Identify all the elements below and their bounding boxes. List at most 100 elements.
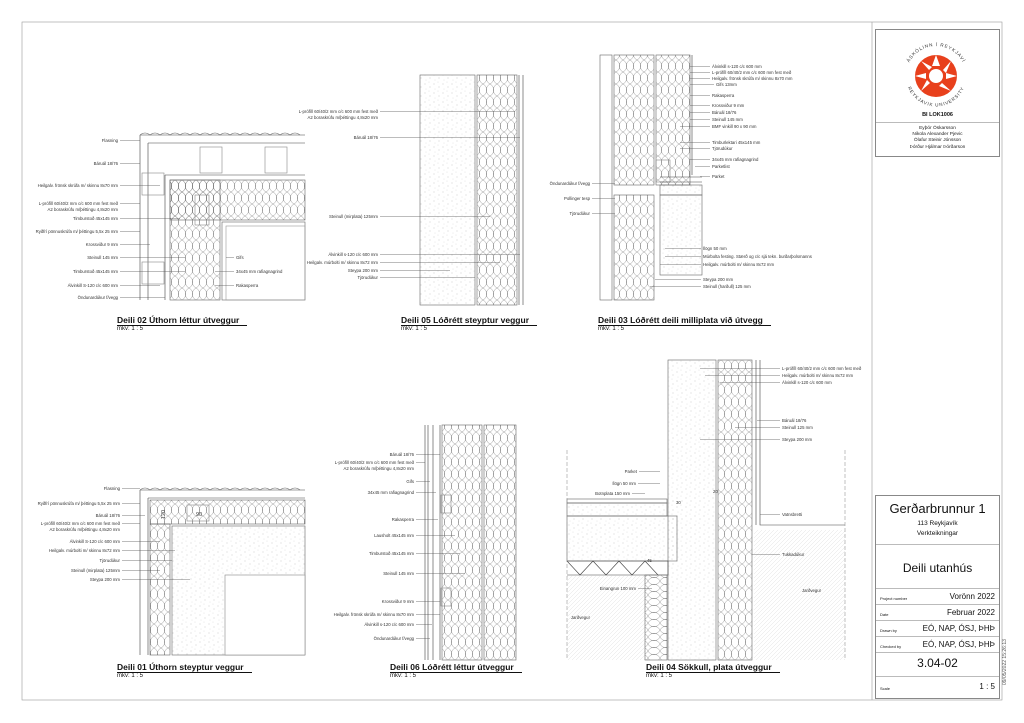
detail-04-annotation: Jarðvegur (570, 615, 590, 620)
detail-03-annotation: Tjörudúkur (712, 146, 733, 151)
detail-03-annotation: Steypa 200 mm (703, 277, 734, 282)
detail-05-annotation: A2 boraskrúfu m/þéttingu 4,8x20 mm (307, 115, 378, 120)
detail-02-annotation: Flasning (101, 138, 118, 143)
detail-03-scale: mkv: 1 : 5 (598, 326, 625, 332)
project-phase: Verkteikningar (916, 530, 959, 537)
detail-01-scale: mkv: 1 : 5 (117, 673, 144, 679)
project-number-label: Project number (880, 596, 908, 601)
detail-01-annotation: Steypa 200 mm (89, 577, 120, 582)
detail-04-annotation: Botnplata 150 mm (595, 491, 630, 496)
detail-02-annotation: 34x45 mm rafiagnagrind (236, 269, 283, 274)
detail-01-annotation: Steinull (mirplata) 125mm (71, 568, 120, 573)
detail-06-scale: mkv: 1 : 5 (390, 673, 417, 679)
detail-05-annotation: L-prófíll 60/40/2 mm c/c 600 mm fest með (298, 109, 378, 114)
detail-06-annotation: A2 boraskrúfu m/þéttingu 4,8x20 mm (343, 466, 414, 471)
detail-02-annotation: Ryðfrí pönnuskrúfa m/ þéttingu 5,5x 25 m… (35, 229, 118, 234)
detail-04-annotation: Heilgalv. múrbolti m/ skinnu 8x72 mm (782, 373, 854, 378)
detail-06-annotation: Öndunardúkur f/vegg (373, 636, 414, 641)
detail-04-annotation: Ílögn 50 mm (612, 481, 636, 486)
detail-02-annotation: Timburstoð 45x145 mm (73, 269, 118, 274)
detail-01-annotation: Heilgalv. múrbolti m/ skinnu 8x72 mm (48, 548, 120, 553)
detail-03-annotation: Ílögn 50 mm (703, 246, 727, 251)
detail-02-annotation: Timburstoð 45x145 mm (73, 216, 118, 221)
detail-02-annotation: Heilgalv. frönsk skrúfa m/ skinnu 8x70 m… (37, 183, 118, 188)
detail-04-annotation: Tukkadúkur (782, 552, 805, 557)
detail-05-annotation: Steypa 200 mm (347, 268, 378, 273)
detail-03-annotation: Parket (712, 174, 725, 179)
detail-04-annotation: Steypa 200 mm (782, 437, 813, 442)
detail-03-annotation: Heilgalv. múrbolti m/ skinnu 8x72 mm (703, 262, 775, 267)
project-number: Vorönn 2022 (949, 592, 995, 601)
detail-04-dimension: 20 (713, 489, 718, 494)
detail-01-annotation: L-prófíll 60/40/2 mm c/c 600 mm fest með (40, 521, 120, 526)
detail-01-annotation: Álvinkill S-120 c/c 600 mm (69, 539, 120, 544)
detail-04-annotation: L-prófíll 60/40/2 mm c/c 600 mm fest með (782, 366, 862, 371)
detail-02-scale: mkv: 1 : 5 (117, 326, 144, 332)
detail-06-annotation: Báruál 18/76 (389, 452, 414, 457)
detail-02-annotation: Álvinkill S-120 c/c 600 mm (67, 283, 118, 288)
detail-03-annotation: Heilgalv. frönsk skrúfa m/ skinnu 8x70 m… (712, 76, 793, 81)
detail-03-annotation: L-prófíll 60/40/2 mm c/c 600 mm fest með (712, 70, 792, 75)
detail-02-title: Deili 02 Úthorn léttur útveggur (117, 315, 248, 326)
drawn-by: EÓ, NAP, ÓSJ, ÞHÞ (922, 624, 995, 633)
checked-by: EÓ, NAP, ÓSJ, ÞHÞ (922, 640, 995, 649)
detail-05-drawing (419, 74, 524, 306)
detail-06-title: Deili 06 Lóðrétt léttur útveggur (390, 662, 522, 673)
team-member: Þórður Hjálmar Þórðarson (909, 144, 966, 150)
title-block: Gerðarbrunnur 1 113 Reykjavík Verkteikni… (875, 495, 1000, 699)
detail-03-annotation: Gifs 13mm (716, 82, 737, 87)
drawn-by-label: Drawn by (880, 628, 897, 633)
team-list: Eyþór Óskarsson Nikola Alexander Pjevic … (876, 126, 999, 151)
scale-value: 1 : 5 (979, 682, 995, 691)
project-address: 113 Reykjavík (917, 520, 958, 527)
detail-03-annotation: Steinull 145 mm (712, 117, 743, 122)
detail-05-annotation: Tjörudúkur (357, 275, 378, 280)
detail-01-title: Deili 01 Úthorn steyptur veggur (117, 662, 252, 673)
detail-01-dimension: 120 (161, 509, 168, 520)
detail-03-annotation: Timburlektari 45x145 mm (712, 140, 761, 145)
detail-05-annotation: Álvinkill s-120 c/c 600 mm (328, 252, 378, 257)
detail-04-drawing (566, 359, 846, 661)
detail-05-title: Deili 05 Lóðrétt steyptur veggur (401, 315, 537, 326)
detail-04-annotation: Einangrun 100 mm (599, 586, 636, 591)
detail-02-annotation: L-prófíll 60/40/2 mm c/c 600 mm fest með (38, 201, 118, 206)
detail-05-scale: mkv: 1 : 5 (401, 326, 428, 332)
detail-01-drawing (139, 487, 306, 656)
detail-02-annotation: Báruál 18/76 (93, 161, 118, 166)
detail-04-annotation: Parket (624, 469, 637, 474)
course-code: BI LOK1006 (922, 112, 953, 118)
detail-01-annotation: A2 boraskrúfu m/þéttingu 4,8x20 mm (49, 527, 120, 532)
date-value: Februar 2022 (946, 608, 995, 617)
detail-01-annotation: Flasning (103, 486, 120, 491)
detail-04-title: Deili 04 Sökkull, plata útveggur (646, 662, 780, 673)
detail-03-annotation: 34x45 mm rafiagnagrind (712, 157, 759, 162)
detail-03-annotation: BMF vinkill 90 x 90 mm (712, 124, 757, 129)
team-member: Nikola Alexander Pjevic (912, 132, 963, 138)
detail-01-annotation: Báruál 18/76 (95, 513, 120, 518)
detail-03-annotation: Rakasperra (712, 93, 735, 98)
detail-01-annotation: Tjörudúkur (99, 558, 120, 563)
detail-03-annotation: Álvinkill s-120 c/c 600 mm (712, 64, 762, 69)
detail-02-annotation: Gifs (236, 255, 244, 260)
sheet-number: 3.04-02 (917, 656, 958, 670)
detail-03-annotation: Steinull (harðull) 125 mm (703, 284, 751, 289)
detail-04-annotation: Álvinkill s-120 c/c 600 mm (782, 380, 832, 385)
detail-03-annotation: Öndunardúkur f/vegg (549, 181, 590, 186)
detail-03-annotation: Pollinger tesp (563, 196, 590, 201)
detail-05-annotation: Steinull (mirplata) 125mm (329, 214, 378, 219)
detail-02-annotation: Steinull 145 mm (87, 255, 118, 260)
print-timestamp: 09/05/2022 15:26:13 (1002, 639, 1008, 685)
detail-06-annotation: L-prófíll 60/40/2 mm c/c 600 mm fest með (334, 460, 414, 465)
title-block-top: BI LOK1006 Eyþór Óskarsson Nikola Alexan… (875, 29, 1000, 157)
detail-02-annotation: A2 boraskrúfu m/þéttingu 4,8x20 mm (47, 207, 118, 212)
scale-label: Scale (880, 686, 891, 691)
detail-04-annotation: Steinull 125 mm (782, 425, 813, 430)
detail-01-dimension: 90 (196, 512, 203, 518)
team-member: Eyþór Óskarsson (919, 126, 956, 131)
detail-03-annotation: Parketlist (712, 164, 730, 169)
detail-04-annotation: Báruál 18/76 (782, 418, 807, 423)
detail-03-annotation: Múrbolta festing. Stærð og c/c sjá tekn.… (703, 254, 812, 259)
sheet-title: Deili utanhús (902, 561, 973, 575)
detail-06-annotation: Álvinkill s-120 c/c 600 mm (364, 622, 414, 627)
